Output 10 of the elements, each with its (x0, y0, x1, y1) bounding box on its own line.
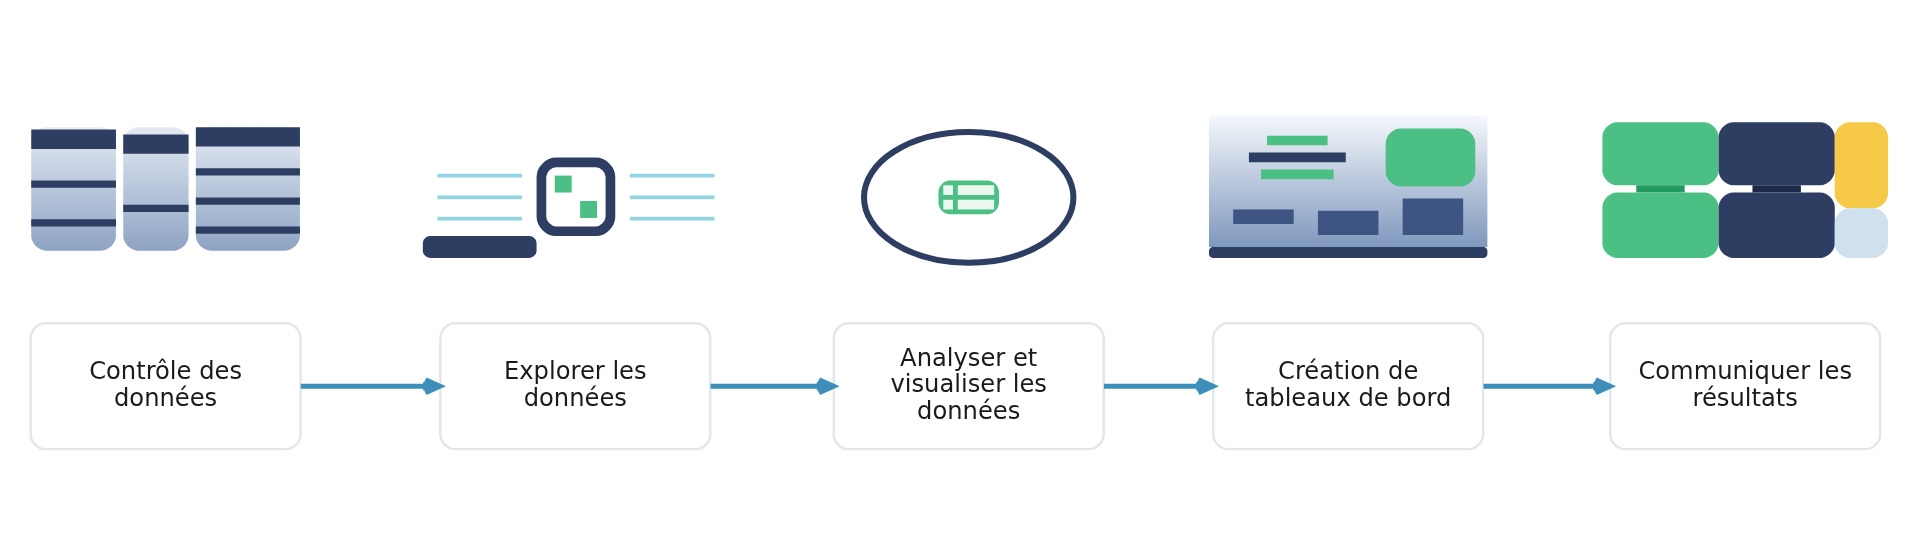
node-box: Explorer les données (439, 322, 712, 451)
node-box: Création de tableaux de bord (1212, 322, 1485, 451)
arrow (710, 377, 837, 396)
arrow (300, 377, 443, 396)
node-box: Communiquer les résultats (1609, 322, 1882, 451)
arrow (1483, 377, 1613, 396)
node-box: Contrôle des données (29, 322, 302, 451)
node-picture (861, 129, 1077, 266)
arrow (1103, 377, 1216, 396)
node-box: Analyser et visualiser les données (832, 322, 1105, 451)
